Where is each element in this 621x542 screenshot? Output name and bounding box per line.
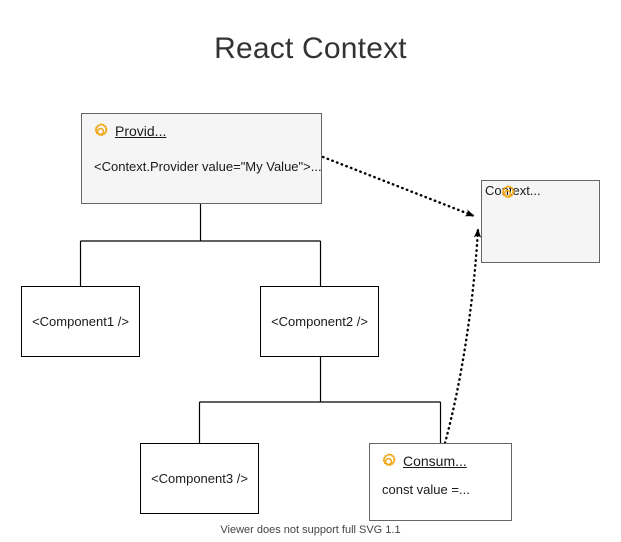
- edge-provider-to-context: [321, 155, 476, 218]
- gear-icon: [501, 185, 515, 199]
- node-provider-detail: <Context.Provider value="My Value">...: [94, 159, 322, 174]
- edge-provider-to-children: [79, 204, 322, 286]
- node-provider-title: Provid...: [115, 123, 167, 139]
- gear-icon: [94, 123, 108, 137]
- page-title: React Context: [214, 32, 407, 65]
- edge-component2-to-children: [198, 357, 442, 443]
- node-provider[interactable]: Provid... <Context.Provider value="My Va…: [81, 113, 322, 204]
- node-consumer-title: Consum...: [403, 453, 467, 469]
- viewer-support-note: Viewer does not support full SVG 1.1: [220, 524, 401, 536]
- node-context[interactable]: Context...: [481, 180, 600, 263]
- node-provider-header: Provid...: [92, 123, 166, 140]
- edge-consumer-to-context: [443, 227, 482, 445]
- node-consumer-header: Consum...: [380, 453, 467, 470]
- node-component3-label: <Component3 />: [151, 471, 248, 486]
- node-component2-label: <Component2 />: [271, 314, 368, 329]
- node-consumer[interactable]: Consum... const value =...: [369, 443, 512, 521]
- node-component2[interactable]: <Component2 />: [260, 286, 379, 357]
- gear-icon: [382, 453, 396, 467]
- node-component3[interactable]: <Component3 />: [140, 443, 259, 514]
- node-component1-label: <Component1 />: [32, 314, 129, 329]
- node-component1[interactable]: <Component1 />: [21, 286, 140, 357]
- node-consumer-detail: const value =...: [382, 482, 470, 497]
